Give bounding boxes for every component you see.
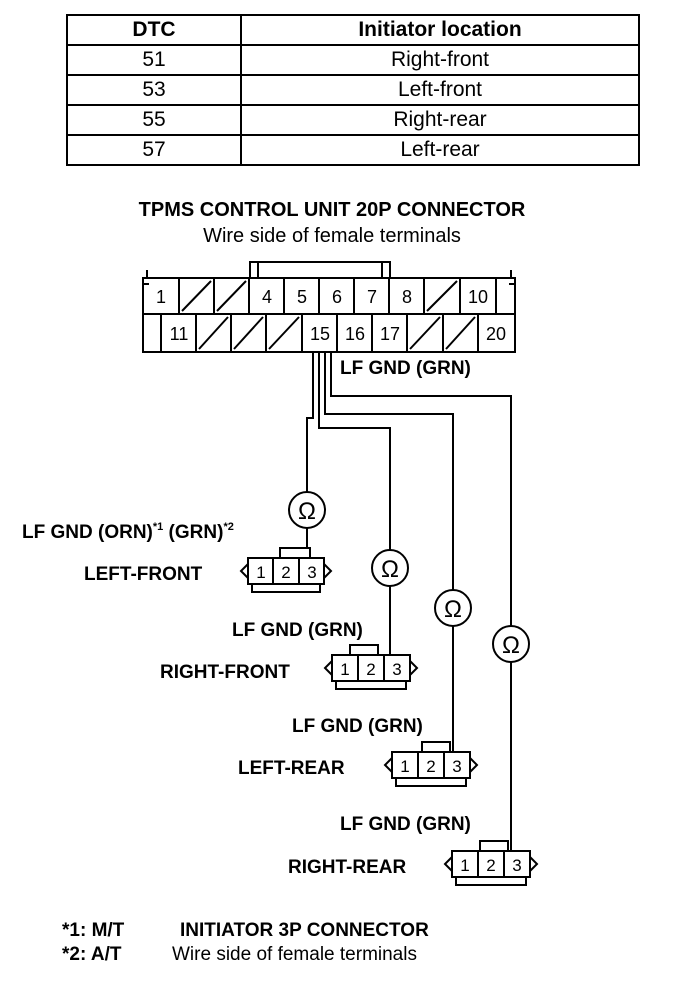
- pin-3: 3: [512, 856, 521, 875]
- control-unit-pins: 1 4 5 6 7 8 10 11 15 16 17 20: [156, 287, 506, 344]
- ohmmeter-left-rear: Ω: [434, 589, 472, 627]
- pin-1: 1: [256, 563, 265, 582]
- blank-cell-slash: [268, 316, 300, 350]
- control-unit-title: TPMS CONTROL UNIT 20P CONNECTOR: [139, 199, 526, 221]
- initiator-location: Right-front: [240, 44, 640, 76]
- initiator-location: Left-rear: [240, 134, 640, 166]
- blank-cell-slash: [409, 316, 441, 350]
- table-row: 57 Left-rear: [66, 134, 640, 166]
- wire-right-front: [318, 352, 391, 550]
- pin-2: 2: [366, 660, 375, 679]
- pin-17: 17: [380, 324, 400, 344]
- wire-left-rear: [324, 352, 454, 590]
- wire-label-right-front: LF GND (GRN): [232, 620, 363, 641]
- initiator-connector-subtitle: Wire side of female terminals: [172, 944, 417, 965]
- pin-2: 2: [281, 563, 290, 582]
- pin-5: 5: [297, 287, 307, 307]
- pin-1: 1: [400, 757, 409, 776]
- table-row: 53 Left-front: [66, 74, 640, 106]
- pin-8: 8: [402, 287, 412, 307]
- wire-label-left-rear: LF GND (GRN): [292, 716, 423, 737]
- control-unit-wire-label: LF GND (GRN): [340, 358, 471, 379]
- header-initiator-location: Initiator location: [240, 14, 640, 46]
- wire-label-right-rear: LF GND (GRN): [340, 814, 471, 835]
- initiator-name: LEFT-REAR: [238, 758, 345, 779]
- initiator-location: Right-rear: [240, 104, 640, 136]
- blank-cell-slash: [181, 280, 212, 312]
- initiator-name: RIGHT-FRONT: [160, 662, 290, 683]
- header-dtc: DTC: [66, 14, 242, 46]
- pin-11: 11: [170, 324, 189, 344]
- blank-cell-slash: [445, 316, 476, 350]
- pin-3: 3: [452, 757, 461, 776]
- footnote-1: *1: M/T: [62, 920, 125, 941]
- initiator-connector-title: INITIATOR 3P CONNECTOR: [180, 920, 429, 941]
- initiator-left-rear: LF GND (GRN) LEFT-REAR 1 2 3: [238, 716, 479, 787]
- pin-7: 7: [367, 287, 377, 307]
- blank-cell-slash: [426, 280, 458, 312]
- ohmmeter-right-front: Ω: [371, 549, 409, 587]
- pin-3: 3: [392, 660, 401, 679]
- initiator-name: LEFT-FRONT: [84, 564, 203, 585]
- pin-4: 4: [262, 287, 272, 307]
- initiator-left-front: LF GND (ORN)*1 (GRN)*2 LEFT-FRONT 1 2 3: [22, 521, 333, 593]
- initiator-right-front: LF GND (GRN) RIGHT-FRONT 1 2 3: [160, 620, 419, 690]
- pin-1: 1: [460, 856, 469, 875]
- ohm-symbol: Ω: [298, 498, 316, 525]
- wire-right-rear: [330, 352, 512, 626]
- ohm-symbol: Ω: [444, 596, 462, 623]
- wires: [306, 352, 512, 851]
- dtc-table: DTC Initiator location 51 Right-front 53…: [66, 14, 640, 166]
- tpms-20p-connector: [142, 261, 516, 353]
- wire-label-left-front: LF GND (ORN)*1 (GRN)*2: [22, 521, 234, 543]
- dtc-code: 55: [66, 104, 242, 136]
- control-unit-subtitle: Wire side of female terminals: [203, 225, 461, 247]
- ohm-symbol: Ω: [502, 632, 520, 659]
- table-row: 55 Right-rear: [66, 104, 640, 136]
- footnote-2: *2: A/T: [62, 944, 122, 965]
- dtc-code: 51: [66, 44, 242, 76]
- ohm-symbol: Ω: [381, 556, 399, 583]
- initiator-location: Left-front: [240, 74, 640, 106]
- pin-20: 20: [486, 324, 506, 344]
- pin-1: 1: [156, 287, 166, 307]
- pin-10: 10: [468, 287, 488, 307]
- pin-2: 2: [486, 856, 495, 875]
- pin-15: 15: [310, 324, 330, 344]
- ohmmeter-left-front: Ω: [288, 491, 326, 529]
- blank-cell-slash: [198, 316, 229, 350]
- initiator-right-rear: LF GND (GRN) RIGHT-REAR 1 2 3: [288, 814, 539, 886]
- dtc-code: 57: [66, 134, 242, 166]
- blank-cell-slash: [233, 316, 264, 350]
- table-header-row: DTC Initiator location: [66, 14, 640, 46]
- pin-3: 3: [307, 563, 316, 582]
- pin-16: 16: [345, 324, 365, 344]
- pin-2: 2: [426, 757, 435, 776]
- initiator-name: RIGHT-REAR: [288, 857, 407, 878]
- blank-cell-slash: [216, 280, 247, 312]
- ohmmeter-right-rear: Ω: [492, 625, 530, 663]
- wire-left-front: [306, 352, 314, 492]
- dtc-code: 53: [66, 74, 242, 106]
- pin-6: 6: [332, 287, 342, 307]
- pin-1: 1: [340, 660, 349, 679]
- table-row: 51 Right-front: [66, 44, 640, 76]
